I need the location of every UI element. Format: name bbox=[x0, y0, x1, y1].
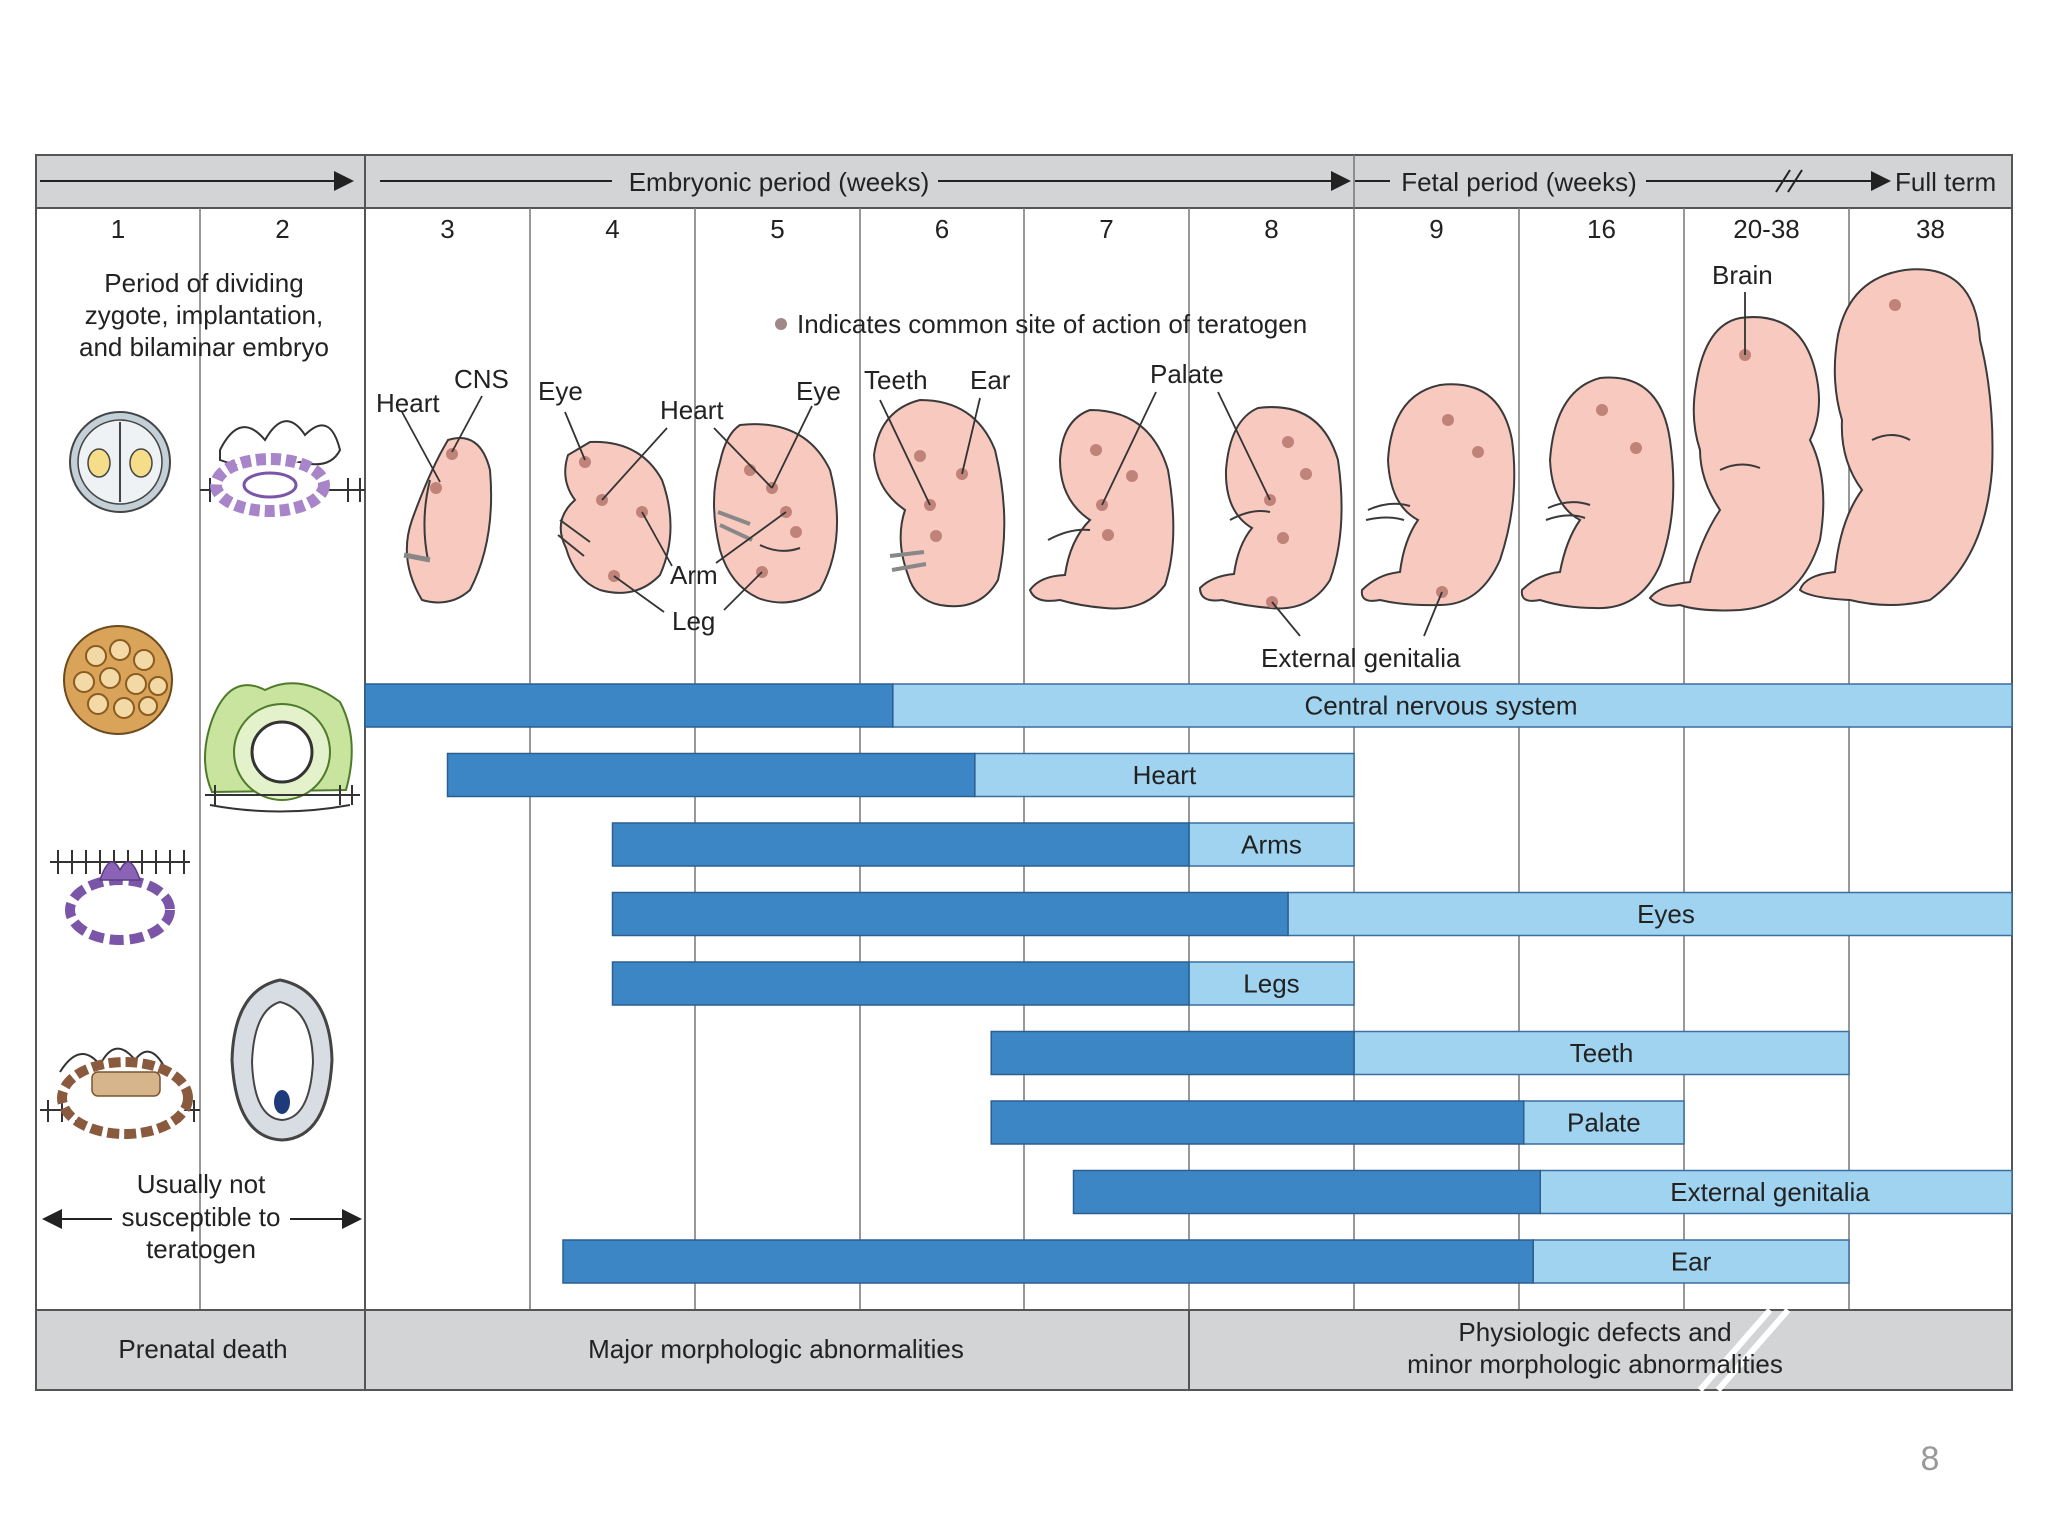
week-label-5: 5 bbox=[770, 214, 784, 244]
implantation-drawing-week2 bbox=[200, 420, 365, 517]
label-eye-week4: Eye bbox=[538, 376, 583, 406]
early-period-text-line2: zygote, implantation, bbox=[85, 300, 323, 330]
embryo-week8-drawing bbox=[1198, 406, 1343, 610]
fetus-week20-38-drawing bbox=[1648, 316, 1825, 612]
week-labels: 1 2 3 4 5 6 7 8 9 16 20-38 38 bbox=[111, 214, 1945, 244]
full-term-label: Full term bbox=[1895, 167, 1996, 197]
bar-row-external-genitalia: External genitalia bbox=[1072, 1169, 2013, 1215]
sensitivity-bars: Central nervous systemHeartArmsEyesLegsT… bbox=[364, 683, 2013, 1284]
label-heart-week4: Heart bbox=[660, 395, 724, 425]
label-cns: CNS bbox=[454, 364, 509, 394]
label-palate: Palate bbox=[1150, 359, 1224, 389]
label-external-genitalia-embryo: External genitalia bbox=[1261, 643, 1461, 673]
fetus-week16-drawing bbox=[1520, 376, 1675, 610]
bar-high-sensitivity bbox=[611, 891, 1289, 937]
bar-high-sensitivity bbox=[562, 1239, 1534, 1284]
bar-label: Teeth bbox=[1570, 1038, 1634, 1068]
bar-row-heart: Heart bbox=[446, 752, 1355, 798]
teratogen-site-legend-dot bbox=[775, 318, 787, 330]
not-susceptible-line1: Usually not bbox=[137, 1169, 266, 1199]
prenatal-death-label: Prenatal death bbox=[118, 1334, 287, 1364]
morula-drawing bbox=[63, 625, 173, 735]
label-arm: Arm bbox=[670, 560, 718, 590]
bar-high-sensitivity bbox=[1072, 1169, 1541, 1215]
bar-high-sensitivity bbox=[446, 752, 976, 798]
label-heart-week3: Heart bbox=[376, 388, 440, 418]
week-label-4: 4 bbox=[605, 214, 619, 244]
bar-row-central-nervous-system: Central nervous system bbox=[364, 683, 2013, 728]
bar-low-sensitivity bbox=[1539, 1169, 2013, 1215]
week-label-16: 16 bbox=[1587, 214, 1616, 244]
chorionic-sac-drawing bbox=[204, 682, 360, 813]
label-teeth: Teeth bbox=[864, 365, 928, 395]
bar-low-sensitivity bbox=[1522, 1100, 1685, 1145]
week-label-1: 1 bbox=[111, 214, 125, 244]
bar-label: External genitalia bbox=[1670, 1177, 1870, 1207]
fetal-period-label: Fetal period (weeks) bbox=[1401, 167, 1637, 197]
organ-leader-lines bbox=[401, 292, 1746, 637]
week-label-9: 9 bbox=[1429, 214, 1443, 244]
bar-low-sensitivity bbox=[1532, 1239, 1850, 1284]
bar-low-sensitivity bbox=[1353, 1030, 1850, 1076]
label-eye-week5: Eye bbox=[796, 376, 841, 406]
bar-high-sensitivity bbox=[364, 683, 894, 728]
physiologic-defects-label-line1: Physiologic defects and bbox=[1458, 1317, 1731, 1347]
embryo-week6-drawing bbox=[872, 398, 1006, 608]
week-label-38: 38 bbox=[1916, 214, 1945, 244]
bar-label: Arms bbox=[1241, 830, 1302, 860]
bilaminar-disc-drawing bbox=[40, 1047, 200, 1139]
time-break-mark bbox=[1775, 169, 1803, 193]
week-label-6: 6 bbox=[935, 214, 949, 244]
bar-row-ear: Ear bbox=[562, 1239, 1850, 1284]
two-cell-zygote-drawing bbox=[69, 411, 171, 513]
week-label-8: 8 bbox=[1264, 214, 1278, 244]
bar-high-sensitivity bbox=[990, 1100, 1525, 1145]
not-susceptible-line2: susceptible to bbox=[122, 1202, 281, 1232]
bar-low-sensitivity bbox=[1287, 891, 2013, 937]
amniotic-sac-drawing bbox=[230, 978, 334, 1142]
early-period-text-line3: and bilaminar embryo bbox=[79, 332, 329, 362]
fetus-week38-drawing bbox=[1798, 268, 1994, 606]
label-brain: Brain bbox=[1712, 260, 1773, 290]
label-ear: Ear bbox=[970, 365, 1011, 395]
bar-row-palate: Palate bbox=[990, 1100, 1685, 1145]
bar-row-arms: Arms bbox=[611, 822, 1355, 867]
embryo-week5-drawing bbox=[713, 423, 839, 604]
major-abnormalities-label: Major morphologic abnormalities bbox=[588, 1334, 964, 1364]
page-number: 8 bbox=[1920, 1440, 1940, 1478]
bar-high-sensitivity bbox=[611, 822, 1190, 867]
embryo-week4-drawing bbox=[557, 440, 672, 594]
embryonic-period-label: Embryonic period (weeks) bbox=[629, 167, 930, 197]
not-susceptible-line3: teratogen bbox=[146, 1234, 256, 1264]
bar-label: Heart bbox=[1133, 760, 1197, 790]
teratogen-site-legend-text: Indicates common site of action of terat… bbox=[797, 309, 1307, 339]
bar-low-sensitivity bbox=[1188, 961, 1355, 1006]
footer-break-mark bbox=[1697, 1308, 1791, 1392]
week-label-7: 7 bbox=[1099, 214, 1113, 244]
blastocyst-implanting-drawing bbox=[50, 850, 190, 945]
bar-high-sensitivity bbox=[611, 961, 1190, 1006]
week-label-3: 3 bbox=[440, 214, 454, 244]
embryo-week3-drawing bbox=[403, 437, 493, 604]
teratogen-sites bbox=[430, 299, 1901, 608]
bar-label: Eyes bbox=[1637, 899, 1695, 929]
bar-label: Legs bbox=[1243, 969, 1299, 999]
bar-label: Central nervous system bbox=[1304, 691, 1577, 721]
bar-label: Ear bbox=[1671, 1247, 1712, 1277]
week-label-2: 2 bbox=[275, 214, 289, 244]
fetus-week9-drawing bbox=[1360, 383, 1516, 607]
bar-row-eyes: Eyes bbox=[611, 891, 2013, 937]
bar-row-legs: Legs bbox=[611, 961, 1355, 1006]
bar-low-sensitivity bbox=[1188, 822, 1355, 867]
physiologic-defects-label-line2: minor morphologic abnormalities bbox=[1407, 1349, 1783, 1379]
label-leg: Leg bbox=[672, 606, 715, 636]
bar-label: Palate bbox=[1567, 1108, 1641, 1138]
week-label-20-38: 20-38 bbox=[1733, 214, 1800, 244]
bar-row-teeth: Teeth bbox=[990, 1030, 1850, 1076]
early-period-text-line1: Period of dividing bbox=[104, 268, 303, 298]
bar-high-sensitivity bbox=[990, 1030, 1355, 1076]
